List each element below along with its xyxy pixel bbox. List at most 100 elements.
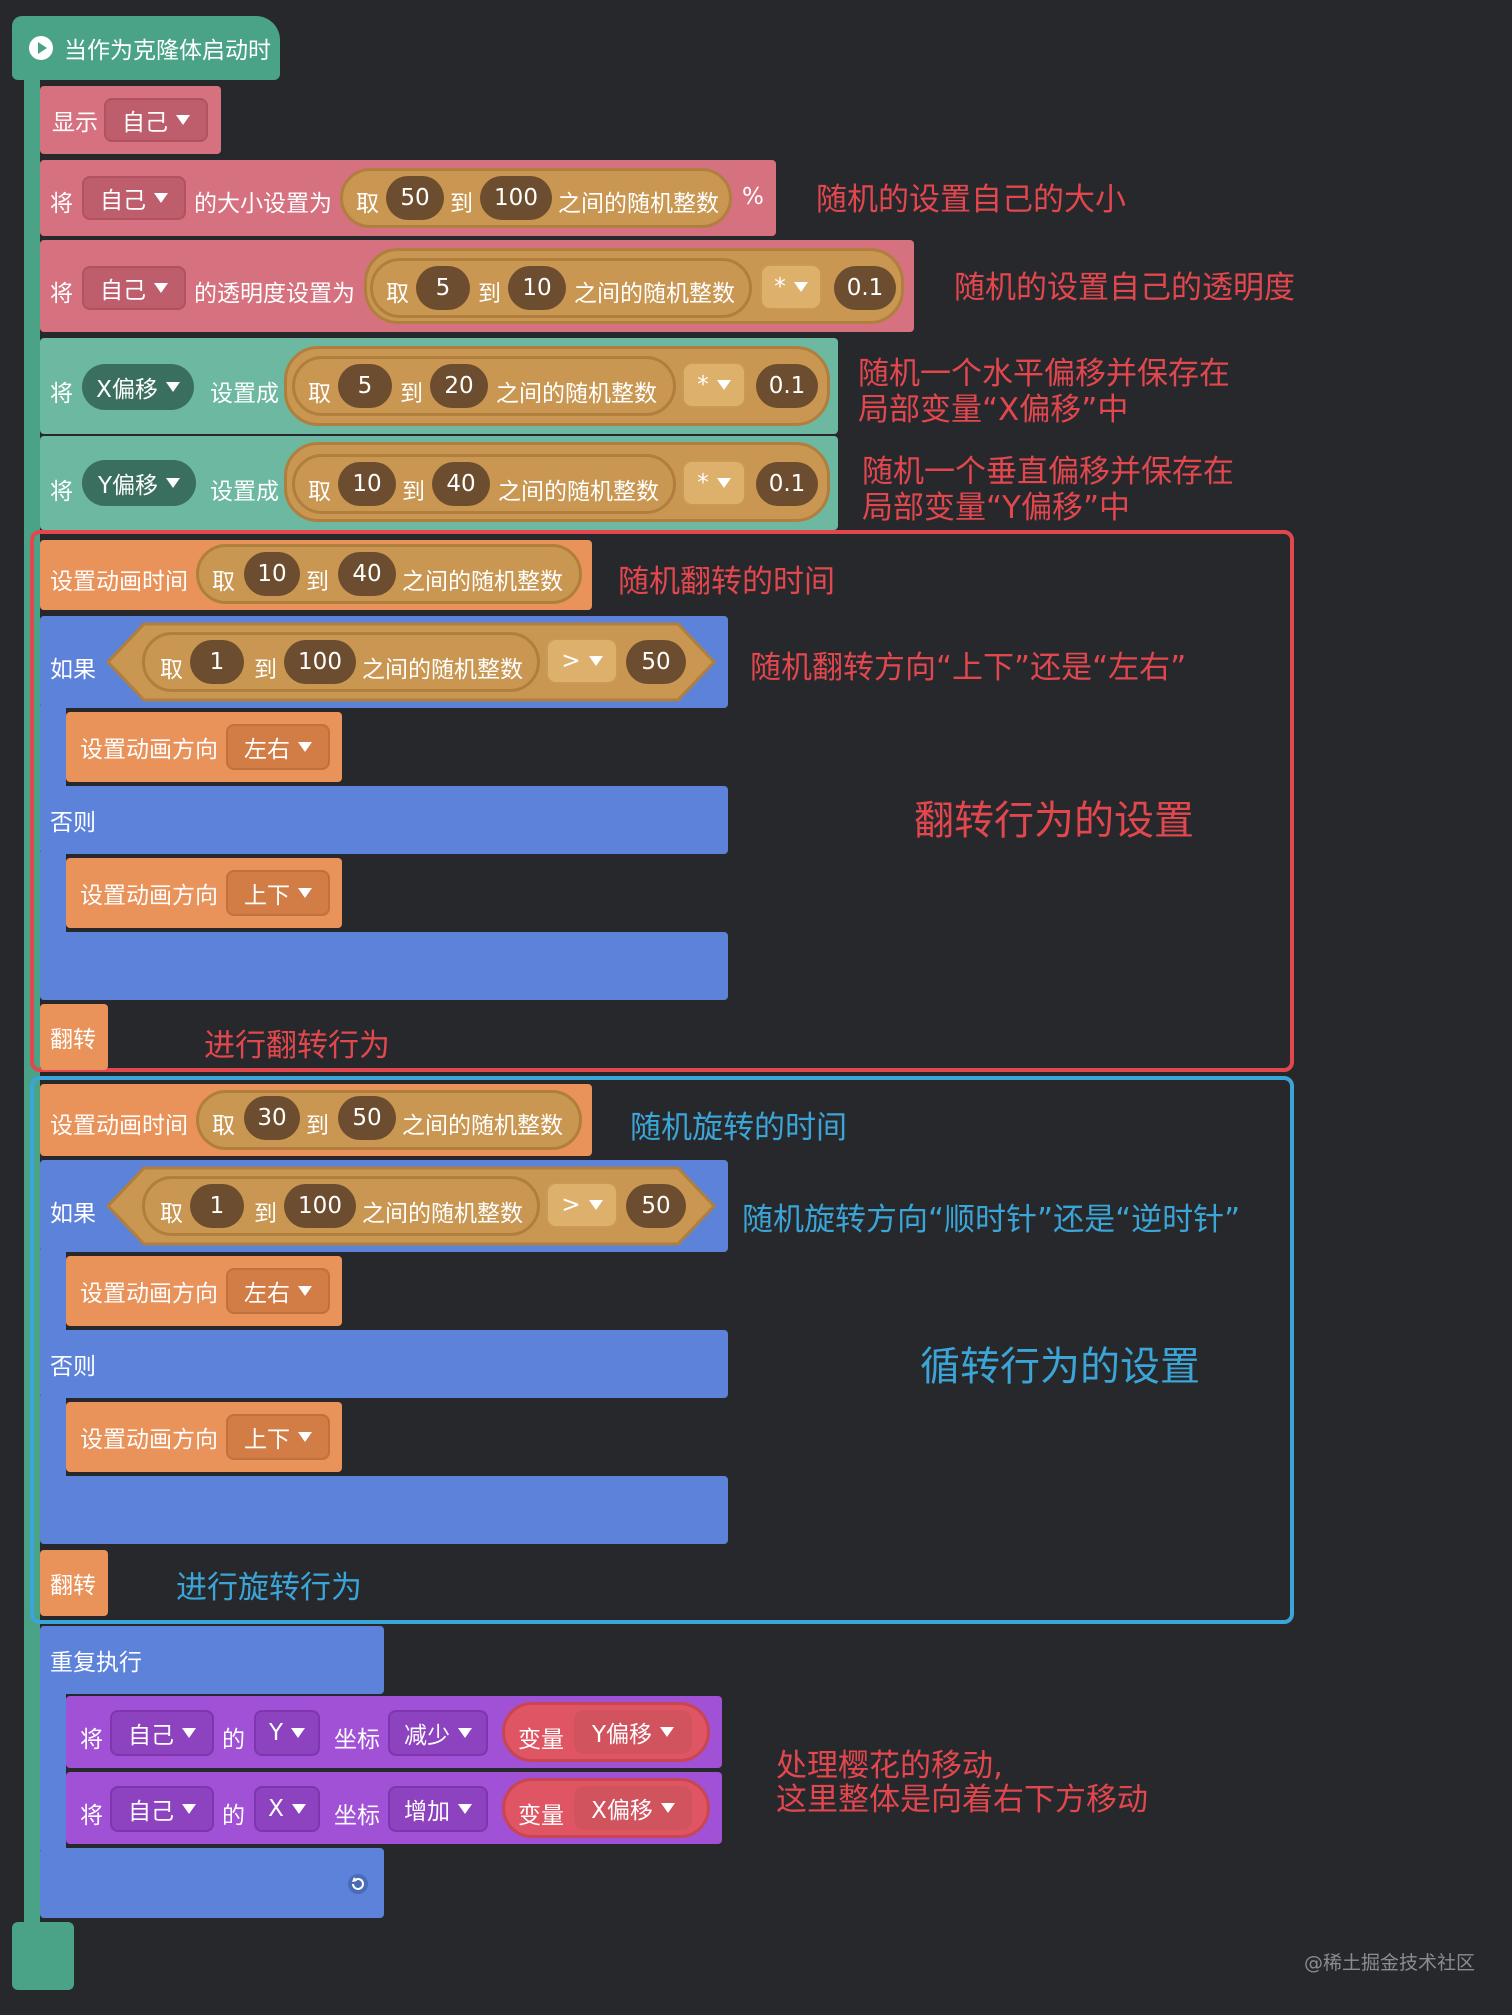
loopx-axis-dropdown[interactable]: X — [254, 1786, 320, 1832]
rot-action-block[interactable]: 翻转 — [40, 1550, 108, 1616]
chevron-down-icon — [660, 1727, 675, 1737]
flip-dir-a-dropdown[interactable]: 左右 — [226, 724, 330, 770]
alpha-to: 到 — [478, 281, 501, 307]
flip-cond-max[interactable]: 100 — [284, 640, 356, 684]
rot-set-dir-b-block[interactable]: 设置动画方向 — [66, 1402, 342, 1472]
annotation-flip-time: 随机翻转的时间 — [618, 564, 835, 600]
rot-cond-take: 取 — [160, 1201, 183, 1227]
loopy-of: 的 — [222, 1727, 245, 1753]
loopy-op-dropdown[interactable]: 减少 — [388, 1710, 488, 1756]
size-to: 到 — [450, 191, 473, 217]
chevron-down-icon — [154, 283, 168, 293]
show-target-dropdown[interactable]: 自己 — [104, 98, 208, 142]
flip-cmp-dropdown[interactable]: > — [546, 638, 618, 684]
chevron-down-icon — [298, 742, 312, 752]
flip-cond-rand-label: 之间的随机整数 — [362, 657, 523, 683]
flip-action-block[interactable]: 翻转 — [40, 1004, 108, 1070]
loopy-target-dropdown[interactable]: 自己 — [110, 1710, 214, 1756]
flip-time-rand-label: 之间的随机整数 — [402, 569, 563, 595]
rot-time-to: 到 — [306, 1113, 329, 1139]
xoff-factor-input[interactable]: 0.1 — [756, 364, 818, 408]
chevron-down-icon — [716, 380, 731, 390]
size-min-input[interactable]: 50 — [386, 176, 444, 220]
alpha-rand-label: 之间的随机整数 — [574, 281, 735, 307]
rot-dir-b-dropdown[interactable]: 上下 — [226, 1414, 330, 1460]
flip-time-to: 到 — [306, 569, 329, 595]
chevron-down-icon — [793, 282, 808, 292]
flip-time-label: 设置动画时间 — [50, 569, 188, 595]
flip-cond-to: 到 — [254, 657, 277, 683]
annotation-move-line1: 处理樱花的移动, — [776, 1748, 1003, 1784]
loopy-coord: 坐标 — [334, 1727, 380, 1753]
hat-block-clone-start[interactable]: 当作为克隆体启动时 — [12, 16, 280, 80]
rot-cmp-dropdown[interactable]: > — [546, 1182, 618, 1228]
alpha-target-dropdown[interactable]: 自己 — [82, 266, 186, 310]
loopx-target-dropdown[interactable]: 自己 — [110, 1786, 214, 1832]
play-circle-icon — [29, 36, 53, 60]
chevron-down-icon — [298, 1432, 312, 1442]
chevron-down-icon — [298, 1286, 312, 1296]
yoff-op-dropdown[interactable]: * — [682, 460, 746, 506]
size-target-dropdown[interactable]: 自己 — [82, 176, 186, 220]
loopy-var-dropdown[interactable]: Y偏移 — [574, 1710, 692, 1754]
rot-cond-to: 到 — [254, 1201, 277, 1227]
rot-cmp-value[interactable]: 50 — [626, 1184, 686, 1228]
watermark: @稀土掘金技术社区 — [1304, 1952, 1476, 1974]
loop-block[interactable]: 重复执行 — [40, 1626, 384, 1694]
rot-else-block: 否则 — [40, 1330, 728, 1398]
flip-time-max[interactable]: 40 — [338, 552, 396, 596]
rot-time-min[interactable]: 30 — [244, 1096, 300, 1140]
annotation-rot-time: 随机旋转的时间 — [630, 1110, 847, 1146]
loopx-op-dropdown[interactable]: 增加 — [388, 1786, 488, 1832]
yoff-to: 到 — [402, 479, 425, 505]
rot-else-arm — [40, 1396, 66, 1480]
yoff-var-dropdown[interactable]: Y偏移 — [82, 460, 196, 506]
rot-set-dir-a-label: 设置动画方向 — [80, 1281, 218, 1307]
yoff-max-input[interactable]: 40 — [432, 462, 490, 506]
yoff-mid: 设置成 — [210, 479, 279, 505]
alpha-factor-input[interactable]: 0.1 — [834, 266, 896, 310]
loop-arm — [40, 1690, 66, 1850]
rot-time-max[interactable]: 50 — [338, 1096, 396, 1140]
xoff-var-dropdown[interactable]: X偏移 — [82, 364, 194, 410]
chevron-down-icon — [182, 1804, 196, 1814]
chevron-down-icon — [716, 478, 731, 488]
alpha-op-dropdown[interactable]: * — [760, 264, 822, 310]
rot-cond-max[interactable]: 100 — [284, 1184, 356, 1228]
xoff-rand-label: 之间的随机整数 — [496, 381, 657, 407]
loopy-axis-dropdown[interactable]: Y — [254, 1710, 320, 1756]
flip-cond-take: 取 — [160, 657, 183, 683]
rotate-section-frame — [30, 1076, 1294, 1624]
flip-else-label: 否则 — [50, 810, 96, 836]
script-end-cap — [12, 1922, 74, 1990]
alpha-mid: 的透明度设置为 — [194, 281, 355, 307]
chevron-down-icon — [165, 382, 180, 392]
annotation-rot-section: 循转行为的设置 — [920, 1344, 1200, 1390]
alpha-max-input[interactable]: 10 — [508, 266, 566, 310]
loopx-var-dropdown[interactable]: X偏移 — [574, 1786, 692, 1830]
yoff-rand-label: 之间的随机整数 — [498, 479, 659, 505]
yoff-min-input[interactable]: 10 — [338, 462, 396, 506]
rot-if-foot — [40, 1476, 728, 1544]
alpha-take: 取 — [386, 281, 409, 307]
flip-cmp-value[interactable]: 50 — [626, 640, 686, 684]
rot-if-label: 如果 — [50, 1201, 96, 1227]
xoff-mid: 设置成 — [210, 381, 279, 407]
flip-cond-min[interactable]: 1 — [190, 640, 244, 684]
xoff-max-input[interactable]: 20 — [430, 364, 488, 408]
size-rand-label: 之间的随机整数 — [558, 191, 719, 217]
chevron-down-icon — [182, 1728, 196, 1738]
alpha-min-input[interactable]: 5 — [416, 266, 470, 310]
xoff-min-input[interactable]: 5 — [338, 364, 392, 408]
annotation-rot-do: 进行旋转行为 — [176, 1570, 362, 1606]
xoff-op-dropdown[interactable]: * — [682, 362, 746, 408]
rot-cond-min[interactable]: 1 — [190, 1184, 244, 1228]
annotation-flip-dir: 随机翻转方向“上下”还是“左右” — [750, 650, 1187, 686]
rot-time-take: 取 — [212, 1113, 235, 1139]
flip-time-take: 取 — [212, 569, 235, 595]
flip-dir-b-dropdown[interactable]: 上下 — [226, 870, 330, 916]
yoff-factor-input[interactable]: 0.1 — [756, 462, 818, 506]
flip-time-min[interactable]: 10 — [244, 552, 300, 596]
rot-dir-a-dropdown[interactable]: 左右 — [226, 1268, 330, 1314]
size-max-input[interactable]: 100 — [480, 176, 552, 220]
